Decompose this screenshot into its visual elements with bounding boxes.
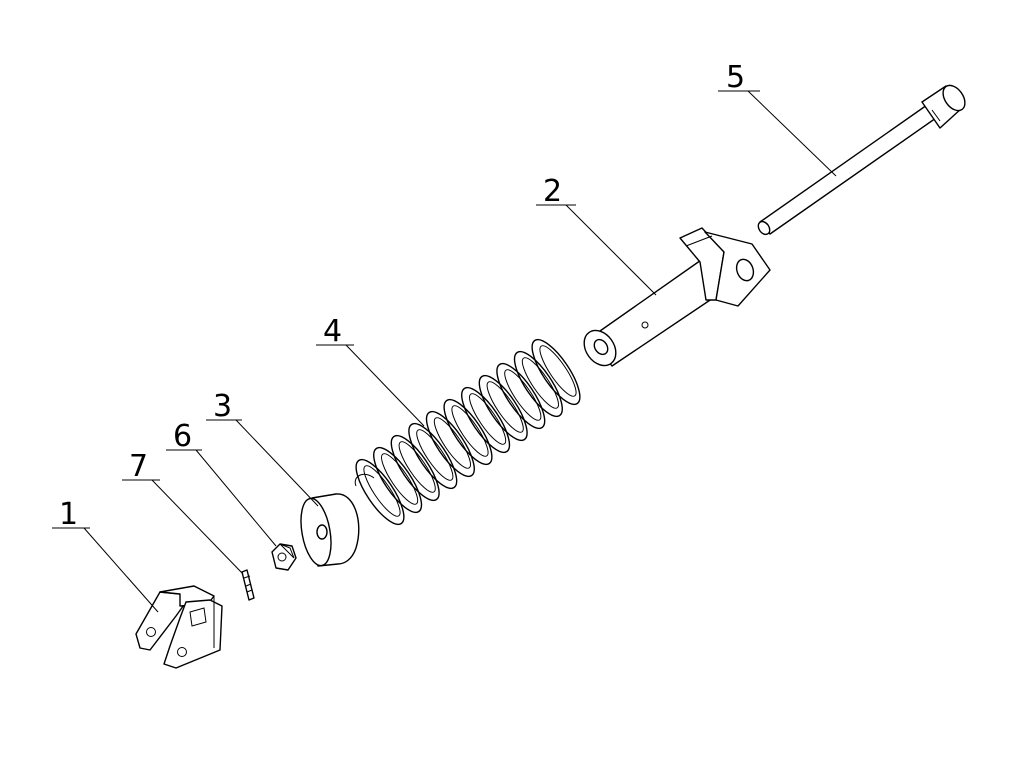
spring-coil-inner	[363, 465, 401, 517]
spring-coil	[496, 362, 546, 430]
spring-coil-inner	[416, 429, 454, 481]
spring-coil	[373, 446, 423, 514]
callout-4: 4	[316, 314, 425, 427]
spring-coil-inner	[486, 381, 524, 433]
callout-7: 7	[122, 449, 244, 575]
spring-coil-inner	[521, 357, 559, 409]
spring-coil	[513, 350, 563, 418]
spring-coil-inner	[504, 369, 542, 421]
callout-1-label: 1	[59, 497, 78, 532]
callout-6-label: 6	[173, 419, 192, 454]
spring-coil	[408, 422, 458, 490]
spring-coil	[390, 434, 440, 502]
part-1-clevis-bracket	[135, 585, 223, 669]
spring-coil	[425, 410, 475, 478]
spring-coil-inner	[381, 453, 419, 505]
callout-2-label: 2	[543, 174, 562, 209]
callout-7-label: 7	[129, 449, 148, 484]
callout-4-label: 4	[323, 314, 342, 349]
callout-5-label: 5	[726, 60, 745, 95]
spring-coil	[443, 398, 493, 466]
callout-2: 2	[536, 174, 657, 296]
spring-coil	[531, 338, 581, 406]
callout-3-label: 3	[213, 389, 232, 424]
spring-coil-inner	[469, 393, 507, 445]
spring-coil	[478, 374, 528, 442]
part-6-hex-nut	[271, 543, 297, 571]
part-2-tube-clevis	[583, 227, 771, 367]
spring-coil-inner	[398, 441, 436, 493]
spring-coil-inner	[433, 417, 471, 469]
spring-coil	[461, 386, 511, 454]
spring-coil-inner	[539, 345, 577, 397]
spring-coil-inner	[451, 405, 489, 457]
part-5-pin-rod	[757, 84, 966, 236]
part-4-coil-spring	[354, 338, 581, 526]
callout-1: 1	[52, 497, 159, 613]
part-3-disc-washer	[300, 493, 360, 567]
callout-3: 3	[206, 389, 319, 507]
callout-6: 6	[166, 419, 277, 547]
spring-end-hook	[354, 473, 375, 487]
spring-coil	[355, 458, 405, 526]
callout-5: 5	[718, 60, 837, 177]
part-7-split-pin	[241, 569, 255, 601]
